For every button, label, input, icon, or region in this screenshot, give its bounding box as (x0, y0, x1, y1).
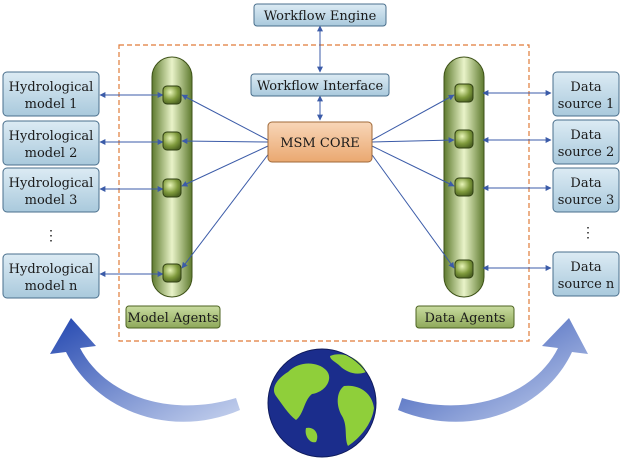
source-label-line2: source 3 (558, 193, 614, 208)
msm-core-box: MSM CORE (267, 121, 373, 163)
model-box-1: Hydrological model 1 (2, 71, 100, 117)
source-label-line1: Data (570, 80, 601, 95)
data-agent-node (454, 129, 474, 149)
source-label-line1: Data (570, 128, 601, 143)
data-agent-node (454, 177, 474, 197)
core-to-modeln (181, 151, 271, 269)
model-box-2: Hydrological model 2 (2, 120, 100, 166)
core-to-model1 (181, 94, 269, 141)
model-agent-node (162, 263, 182, 283)
connections (99, 25, 552, 277)
data-agents-tag: Data Agents (415, 305, 515, 329)
model-agent-node (162, 131, 182, 151)
model-label-line1: Hydrological (9, 80, 94, 95)
model-label-line1: Hydrological (9, 176, 94, 191)
source-box-1: Data source 1 (552, 71, 620, 117)
model-label-line2: model 3 (25, 193, 78, 208)
model-agent-node (162, 85, 182, 105)
data-agents-label: Data Agents (425, 311, 506, 326)
core-to-sourcen (369, 151, 455, 269)
model-label-line1: Hydrological (9, 262, 94, 277)
sources-ellipsis: ⋮ (581, 225, 595, 241)
core-to-model3 (181, 145, 269, 187)
model-box-3: Hydrological model 3 (2, 167, 100, 213)
msm-core-label: MSM CORE (280, 136, 360, 151)
source-label-line2: source 2 (558, 145, 614, 160)
workflow-engine-label: Workflow Engine (264, 9, 377, 24)
core-to-source3 (371, 145, 455, 187)
globe-icon (267, 348, 377, 458)
model-label-line1: Hydrological (9, 129, 94, 144)
model-agents-tag: Model Agents (125, 305, 221, 329)
model-agents-bar (151, 56, 193, 298)
system-boundary (118, 44, 530, 342)
workflow-engine-box: Workflow Engine (253, 3, 387, 27)
workflow-interface-label: Workflow Interface (257, 79, 384, 94)
model-label-line2: model 2 (25, 146, 78, 161)
model-agents-label: Model Agents (127, 311, 218, 326)
source-box-n: Data source n (552, 251, 620, 297)
model-label-line2: model n (25, 279, 78, 294)
models-ellipsis: ⋮ (44, 228, 58, 244)
source-label-line1: Data (570, 176, 601, 191)
data-agent-nodes (454, 83, 474, 279)
model-label-line2: model 1 (25, 97, 78, 112)
source-label-line2: source 1 (558, 97, 614, 112)
model-box-n: Hydrological model n (2, 253, 100, 299)
data-agent-node (454, 259, 474, 279)
core-to-source1 (371, 94, 455, 141)
data-agent-node (454, 83, 474, 103)
source-box-2: Data source 2 (552, 119, 620, 165)
core-to-source2 (371, 137, 455, 144)
source-box-3: Data source 3 (552, 167, 620, 213)
left-swoosh-arrow (50, 318, 240, 422)
core-to-model2 (181, 138, 269, 145)
workflow-interface-box: Workflow Interface (250, 73, 390, 97)
data-agents-bar (443, 56, 485, 298)
source-label-line2: source n (558, 277, 615, 292)
source-label-line1: Data (570, 260, 601, 275)
model-agent-nodes (162, 85, 182, 283)
right-swoosh-arrow (398, 318, 588, 422)
model-agent-node (162, 178, 182, 198)
